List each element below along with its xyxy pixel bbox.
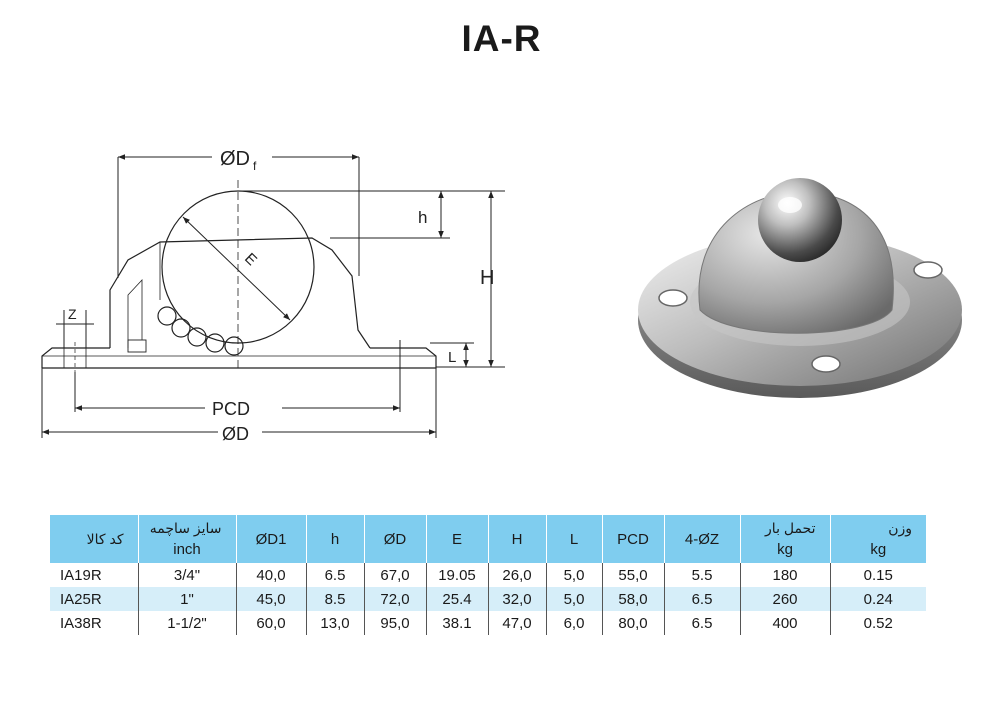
label-h: h xyxy=(418,208,427,227)
cell-code: IA38R xyxy=(60,614,102,632)
cell-H: 47,0 xyxy=(487,611,546,635)
cell-H: 32,0 xyxy=(487,587,546,611)
cell-e: 25.4 xyxy=(425,587,488,611)
cell-pcd: 80,0 xyxy=(601,611,664,635)
cell-L: 5,0 xyxy=(545,587,602,611)
label-dia-df-sub: f xyxy=(253,159,257,173)
cell-z: 6.5 xyxy=(663,587,740,611)
flange-left-outline xyxy=(41,347,110,368)
cell-z: 6.5 xyxy=(663,611,740,635)
cell-e: 38.1 xyxy=(425,611,488,635)
cell-d1: 60,0 xyxy=(235,611,306,635)
cell-code: IA19R xyxy=(60,566,102,584)
header-e: E xyxy=(425,515,488,563)
cell-d: 95,0 xyxy=(363,611,426,635)
header-d: ØD xyxy=(363,515,426,563)
header-pcd: PCD xyxy=(601,515,664,563)
header-code: کد کالا xyxy=(50,515,138,563)
cell-e: 19.05 xyxy=(425,563,488,587)
cell-weight: 0.52 xyxy=(829,611,926,635)
cell-d1: 40,0 xyxy=(235,563,306,587)
header-d1: ØD1 xyxy=(235,515,306,563)
cell-load: 400 xyxy=(739,611,830,635)
product-photo xyxy=(638,178,962,398)
page-title: IA-R xyxy=(461,18,542,59)
housing-outline xyxy=(109,237,371,349)
label-dia-d: ØD xyxy=(222,424,249,444)
header-L: L xyxy=(545,515,602,563)
cell-h: 8.5 xyxy=(305,587,364,611)
flange-right-outline xyxy=(42,347,437,369)
label-Z: Z xyxy=(68,306,77,322)
label-E: E xyxy=(241,250,260,269)
cell-weight: 0.15 xyxy=(829,563,926,587)
cell-d1: 45,0 xyxy=(235,587,306,611)
cell-h: 13,0 xyxy=(305,611,364,635)
cell-L: 6,0 xyxy=(545,611,602,635)
cell-load: 260 xyxy=(739,587,830,611)
cell-pcd: 58,0 xyxy=(601,587,664,611)
label-PCD: PCD xyxy=(212,399,250,419)
header-z: 4-ØZ xyxy=(663,515,740,563)
cell-H: 26,0 xyxy=(487,563,546,587)
cell-pcd: 55,0 xyxy=(601,563,664,587)
cell-h: 6.5 xyxy=(305,563,364,587)
cell-L: 5,0 xyxy=(545,563,602,587)
cell-weight: 0.24 xyxy=(829,587,926,611)
cell-size: 1" xyxy=(137,587,236,611)
cell-d: 67,0 xyxy=(363,563,426,587)
header-h: h xyxy=(305,515,364,563)
label-H: H xyxy=(480,267,494,289)
cell-load: 180 xyxy=(739,563,830,587)
cell-code: IA25R xyxy=(50,587,138,611)
cell-d: 72,0 xyxy=(363,587,426,611)
cell-size: 3/4" xyxy=(137,563,236,587)
label-dia-df: ØD xyxy=(220,148,250,170)
cell-z: 5.5 xyxy=(663,563,740,587)
header-H: H xyxy=(487,515,546,563)
cell-size: 1-1/2" xyxy=(137,611,236,635)
technical-drawing: ØD f h H E Z L PCD ØD xyxy=(41,148,505,444)
label-L: L xyxy=(448,349,456,366)
